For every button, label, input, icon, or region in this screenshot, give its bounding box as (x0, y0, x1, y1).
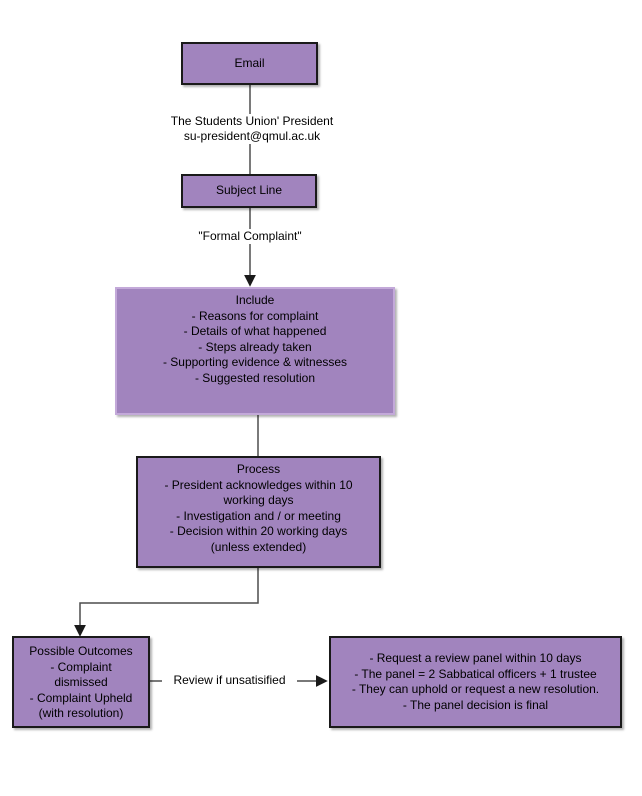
recipient-address-text: su-president@qmul.ac.uk (183, 129, 321, 143)
email-node-label: Email (234, 55, 265, 70)
process-heading: Process (236, 462, 281, 476)
recipient-name-text: The Students Union' President (170, 114, 334, 128)
process-item: - President acknowledges within 10 (164, 477, 353, 492)
outcomes-item: dismissed (54, 675, 108, 689)
include-node: Include - Reasons for complaint - Detail… (115, 287, 395, 415)
possible-outcomes-node: Possible Outcomes - Complaint dismissed … (12, 636, 150, 728)
review-label-text: Review if unsatisified (173, 673, 286, 687)
include-item: - Supporting evidence & witnesses (162, 355, 348, 369)
review-panel-item: - The panel decision is final (402, 697, 549, 712)
email-node: Email (181, 42, 318, 85)
connector-process-to-outcomes-arrow (74, 568, 259, 637)
outcomes-item: - Complaint (50, 659, 112, 674)
email-recipient-label: The Students Union' President su-preside… (140, 114, 364, 144)
process-node: Process - President acknowledges within … (136, 456, 381, 568)
subject-line-node: Subject Line (181, 174, 317, 208)
include-item: - Suggested resolution (194, 370, 316, 385)
outcomes-item: - Complaint Upheld (29, 690, 133, 705)
subject-line-node-label: Subject Line (215, 183, 283, 198)
include-item: - Reasons for complaint (191, 308, 319, 323)
include-item: - Details of what happened (183, 324, 327, 338)
include-item: - Steps already taken (198, 339, 312, 354)
process-item: (unless extended) (210, 539, 307, 554)
process-item: - Investigation and / or meeting (176, 508, 341, 523)
outcomes-heading: Possible Outcomes (29, 644, 133, 658)
formal-complaint-text: "Formal Complaint" (198, 229, 302, 243)
process-item: - Decision within 20 working days (169, 524, 348, 538)
review-panel-item: - Request a review panel within 10 days (369, 651, 582, 665)
review-if-unsatisfied-label: Review if unsatisified (162, 673, 297, 688)
review-panel-node: - Request a review panel within 10 days … (329, 636, 622, 728)
include-heading: Include (235, 293, 275, 307)
review-panel-item: - The panel = 2 Sabbatical officers + 1 … (354, 666, 597, 681)
outcomes-item: (with resolution) (38, 706, 124, 720)
process-item: working days (223, 493, 294, 507)
review-panel-item: - They can uphold or request a new resol… (351, 682, 600, 696)
formal-complaint-label: "Formal Complaint" (170, 229, 330, 244)
